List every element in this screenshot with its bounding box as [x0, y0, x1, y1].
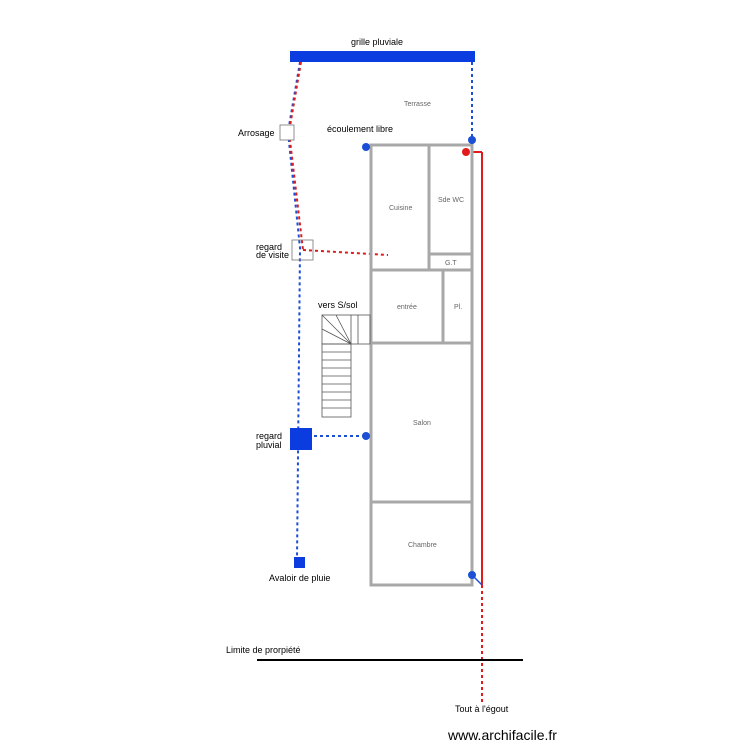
waste-pipes	[287, 61, 483, 705]
arrosage-box	[279, 124, 295, 141]
room-chambre: Chambre	[408, 542, 437, 549]
grille-pluviale-label: grille pluviale	[351, 37, 403, 47]
regard-visite-label-2: de visite	[256, 250, 289, 260]
avaloir-label: Avaloir de pluie	[269, 573, 330, 583]
room-gt: G.T	[445, 260, 457, 267]
staircase	[321, 314, 371, 418]
egout-label: Tout à l'égout	[455, 704, 509, 714]
vers-ssol-label: vers S/sol	[318, 300, 358, 310]
waste-main-pipe	[472, 151, 483, 585]
room-entree: entrée	[397, 304, 417, 311]
ecoulement-libre-point	[362, 143, 370, 151]
regard-pluvial-label-2: pluvial	[256, 440, 282, 450]
regard-visite-label-1: regard	[256, 242, 282, 252]
building-walls	[369, 143, 474, 587]
chambre-drain-link	[471, 574, 483, 586]
avaloir-box	[294, 557, 305, 568]
rain-pipes	[286, 61, 473, 561]
room-salon: Salon	[413, 420, 431, 427]
salon-drain-point	[362, 432, 370, 440]
room-cuisine: Cuisine	[389, 205, 412, 212]
terrasse-drain-point	[468, 136, 476, 144]
regard-pluvial-label-1: regard	[256, 431, 282, 441]
regard-visite-box	[291, 239, 314, 261]
room-pl: Pl.	[454, 304, 462, 311]
room-sde-wc: Sde WC	[438, 197, 464, 204]
regard-pluvial-box	[290, 428, 312, 450]
property-limit-label: Limite de prorpiété	[226, 645, 301, 655]
terrasse-label: Terrasse	[404, 101, 431, 108]
grille-pluviale-bar	[290, 51, 475, 62]
ecoulement-libre-label: écoulement libre	[327, 124, 393, 134]
arrosage-label: Arrosage	[238, 128, 275, 138]
waste-start-point	[462, 148, 470, 156]
watermark: www.archifacile.fr	[447, 727, 557, 743]
